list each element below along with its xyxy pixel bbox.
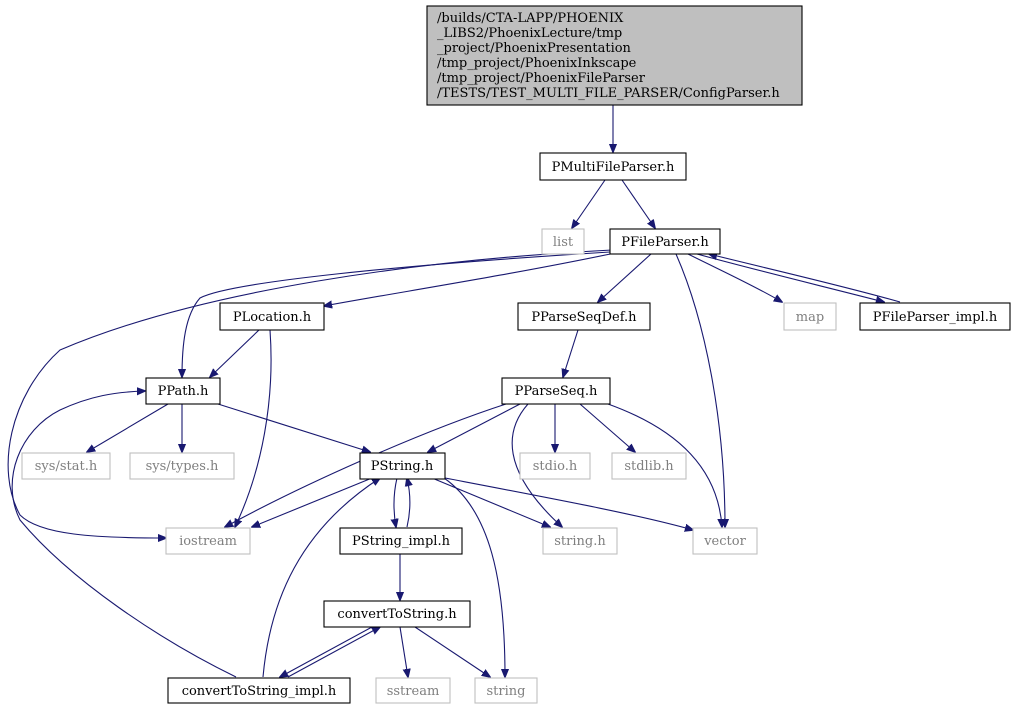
edge-plocation-to-ppath	[210, 329, 260, 377]
node-pfileparser-impl-h[interactable]: PFileParser_impl.h	[859, 302, 1011, 331]
node-label: convertToString_impl.h	[182, 684, 337, 699]
node-label: string.h	[554, 534, 606, 549]
edge-pstring-to-pstring-impl	[394, 477, 397, 527]
root-line-3: _project/PhoenixPresentation	[437, 41, 632, 56]
nodes: /builds/CTA-LAPP/PHOENIX _LIBS2/PhoenixL…	[21, 5, 1011, 704]
edge-plocation-to-iostream	[235, 329, 272, 527]
edge-converttostring-impl-to-pstring	[262, 478, 380, 678]
node-pparseseq-h[interactable]: PParseSeq.h	[501, 377, 611, 405]
node-label: list	[553, 235, 574, 250]
edge-converttostring-to-sstream	[399, 626, 408, 677]
root-line-5: /tmp_project/PhoenixFileParser	[437, 71, 646, 86]
node-label: PParseSeqDef.h	[531, 310, 637, 325]
edge-pparseseq-to-pstring	[428, 403, 521, 452]
node-pparseseqdef-h[interactable]: PParseSeqDef.h	[517, 302, 651, 331]
node-label: sys/types.h	[146, 459, 219, 474]
node-sys-stat-h[interactable]: sys/stat.h	[21, 452, 111, 480]
edge-pfileparser-to-plocation	[324, 252, 616, 306]
edge-pfileparser-to-vector	[675, 253, 725, 527]
node-label: PFileParser.h	[621, 235, 709, 250]
edge-pmultifileparser-to-list	[572, 179, 606, 228]
edges	[7, 105, 901, 678]
node-label: PString_impl.h	[352, 534, 451, 549]
edge-pstring-to-string-h	[431, 477, 550, 527]
node-stdio-h[interactable]: stdio.h	[519, 452, 591, 480]
node-string-h[interactable]: string.h	[542, 527, 618, 555]
edge-pfileparser-to-map	[687, 253, 782, 302]
node-pmultifileparser-h[interactable]: PMultiFileParser.h	[539, 152, 687, 181]
edge-pparseseq-to-vector	[607, 403, 722, 527]
edge-pfileparser-impl-to-pfileparser	[709, 254, 901, 303]
edge-pfileparser-to-pparseseqdef	[598, 253, 652, 302]
node-ppath-h[interactable]: PPath.h	[145, 377, 221, 405]
edge-pparseseq-to-string-h	[511, 403, 562, 527]
edge-ppath-to-sys-stat	[87, 403, 169, 452]
node-label: PString.h	[371, 459, 434, 474]
edge-pfileparser-to-ppath	[182, 251, 611, 377]
node-pstring-impl-h[interactable]: PString_impl.h	[339, 527, 463, 555]
node-label: PFileParser_impl.h	[873, 310, 998, 325]
node-label: PMultiFileParser.h	[552, 160, 675, 175]
edge-pstring-to-vector	[444, 477, 693, 530]
node-pstring-h[interactable]: PString.h	[359, 452, 446, 480]
edge-pfileparser-to-pfileparser-impl	[696, 253, 884, 302]
edge-pparseseqdef-to-pparseseq	[563, 329, 579, 377]
edge-ppath-to-pstring	[217, 403, 370, 452]
node-label: vector	[703, 534, 746, 549]
edge-converttostring-to-string	[414, 626, 490, 677]
node-sstream[interactable]: sstream	[375, 677, 451, 704]
root-line-2: _LIBS2/PhoenixLecture/tmp	[437, 26, 622, 41]
edge-pparseseq-to-stdlib	[579, 403, 635, 452]
edge-converttostring-impl-to-ppath	[11, 391, 237, 678]
edge-converttostring-to-converttostring-impl	[280, 626, 373, 677]
root-line-1: /builds/CTA-LAPP/PHOENIX	[437, 11, 624, 26]
node-iostream[interactable]: iostream	[165, 527, 251, 555]
node-label: sstream	[387, 684, 440, 699]
edge-pstring-impl-to-pstring	[407, 478, 410, 528]
node-vector[interactable]: vector	[692, 527, 758, 555]
root-line-6: /TESTS/TEST_MULTI_FILE_PARSER/ConfigPars…	[437, 86, 780, 101]
node-converttostring-impl-h[interactable]: convertToString_impl.h	[167, 677, 351, 704]
edge-pfileparser-to-iostream	[7, 249, 613, 538]
node-label: sys/stat.h	[35, 459, 98, 474]
node-label: iostream	[179, 534, 237, 549]
edge-pstring-to-iostream	[252, 477, 373, 527]
root-line-4: /tmp_project/PhoenixInkscape	[437, 56, 637, 71]
edge-pmultifileparser-to-pfileparser	[621, 179, 655, 228]
node-string[interactable]: string	[474, 677, 538, 704]
node-stdlib-h[interactable]: stdlib.h	[611, 452, 687, 480]
edge-pstring-to-string	[443, 477, 505, 677]
node-label: stdio.h	[533, 459, 578, 474]
node-list[interactable]: list	[541, 228, 585, 255]
node-plocation-h[interactable]: PLocation.h	[219, 302, 325, 331]
node-label: string	[487, 684, 526, 699]
node-label: convertToString.h	[337, 607, 457, 622]
node-label: PPath.h	[158, 384, 209, 399]
node-pfileparser-h[interactable]: PFileParser.h	[609, 228, 721, 255]
node-label: stdlib.h	[624, 459, 674, 474]
node-label: PLocation.h	[233, 310, 312, 325]
node-converttostring-h[interactable]: convertToString.h	[323, 600, 471, 628]
node-label: map	[796, 310, 824, 325]
node-label: PParseSeq.h	[515, 384, 598, 399]
edge-converttostring-impl-to-converttostring	[287, 627, 380, 678]
node-sys-types-h[interactable]: sys/types.h	[129, 452, 235, 480]
node-configparser-h[interactable]: /builds/CTA-LAPP/PHOENIX _LIBS2/PhoenixL…	[426, 5, 803, 106]
node-map[interactable]: map	[783, 302, 837, 331]
